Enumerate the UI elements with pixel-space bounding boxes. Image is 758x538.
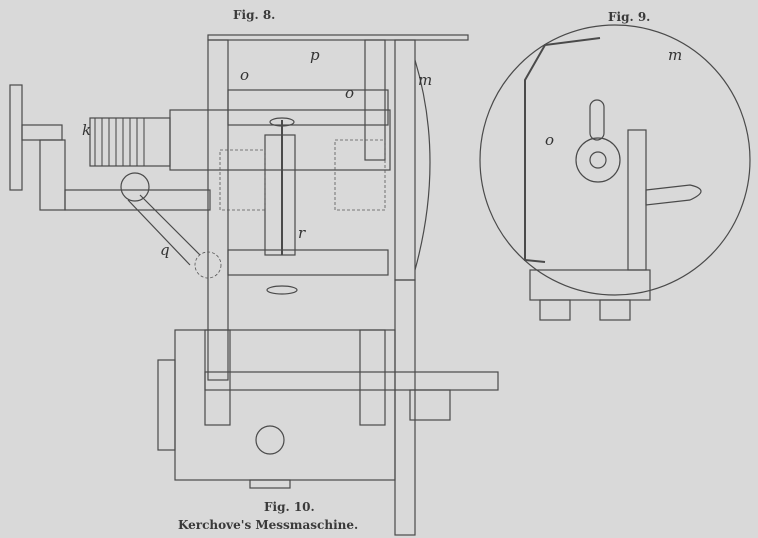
fig8-caption: Fig. 8.	[233, 8, 276, 22]
fig10-drawing	[157, 329, 499, 489]
label-q: q	[160, 241, 170, 259]
fig10-caption: Fig. 10.	[264, 500, 315, 514]
label-p: p	[310, 46, 320, 64]
label-k: k	[82, 121, 91, 139]
label-m: m	[418, 71, 432, 89]
fig9-label-m: m	[668, 46, 682, 64]
fig9-caption: Fig. 9.	[608, 10, 651, 24]
fig9-label-o: o	[545, 131, 554, 149]
fig9-drawing: m o	[479, 24, 751, 321]
fig8-drawing: k p o o m q r	[9, 34, 469, 536]
label-o-right: o	[345, 84, 354, 102]
label-o-left: o	[240, 66, 249, 84]
label-r: r	[298, 224, 306, 242]
figure-title: Kerchove's Messmaschine.	[178, 518, 359, 532]
